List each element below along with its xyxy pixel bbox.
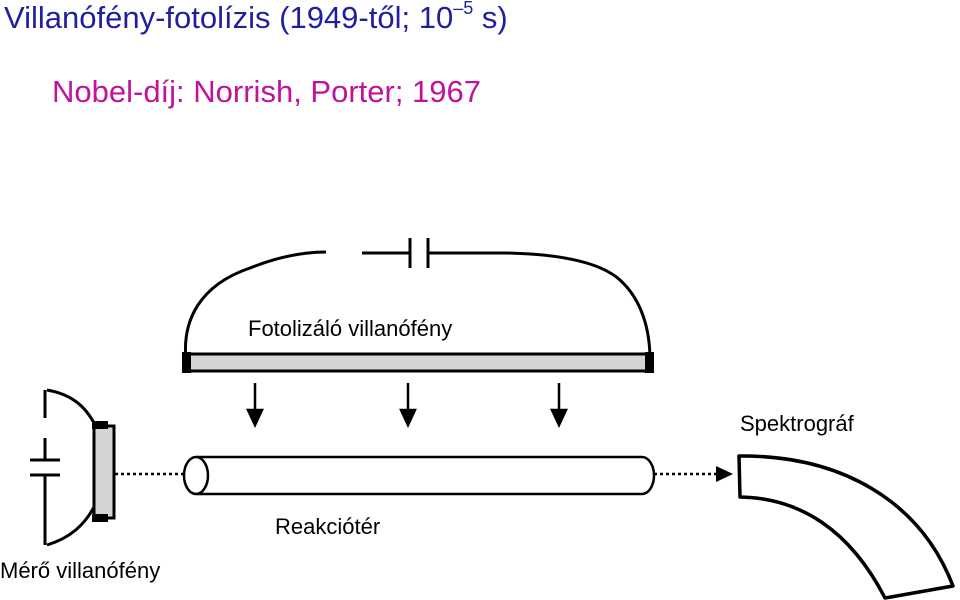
page-title: Villanófény-fotolízis (1949-től; 10–5 s) (4, 0, 508, 36)
reaction-cell-left-window (182, 455, 210, 496)
photolysis-lamp-cap-right (645, 352, 654, 373)
light-arrows (246, 383, 568, 428)
photolysis-lamp-tube (184, 352, 652, 373)
optical-path-arrowhead (716, 466, 733, 482)
arrow-2-head (399, 408, 417, 428)
title-tail: s) (473, 0, 508, 35)
photolysis-circuit-right-arc (504, 251, 652, 361)
arrow-1-head (246, 408, 264, 428)
photolysis-circuit-left-arc (183, 250, 327, 361)
spectrograph-body (737, 454, 955, 600)
title-main: Villanófény-fotolízis (1949-től; 10 (4, 0, 454, 35)
reaction-cell (182, 455, 656, 496)
measuring-lamp-cap-top (92, 421, 108, 429)
measuring-flash-label: Mérő villanófény (0, 558, 161, 583)
subtitle: Nobel-díj: Norrish, Porter; 1967 (52, 74, 482, 109)
title-exponent: –5 (453, 0, 474, 18)
arrow-3-head (550, 408, 568, 428)
reaction-space-label: Reakciótér (275, 514, 381, 539)
measuring-lamp-cap-bottom (92, 514, 108, 522)
photolysis-flash-label: Fotolizáló villanófény (248, 316, 453, 341)
spectrograph-label: Spektrográf (740, 411, 854, 436)
photolysis-lamp-cap-left (182, 352, 191, 373)
measuring-circuit-arc (46, 388, 97, 547)
measuring-lamp-tube (92, 424, 116, 520)
photolysis-flash-circuit (183, 238, 652, 361)
measuring-flash-circuit (30, 388, 97, 547)
reaction-cell-right-end (641, 455, 656, 496)
